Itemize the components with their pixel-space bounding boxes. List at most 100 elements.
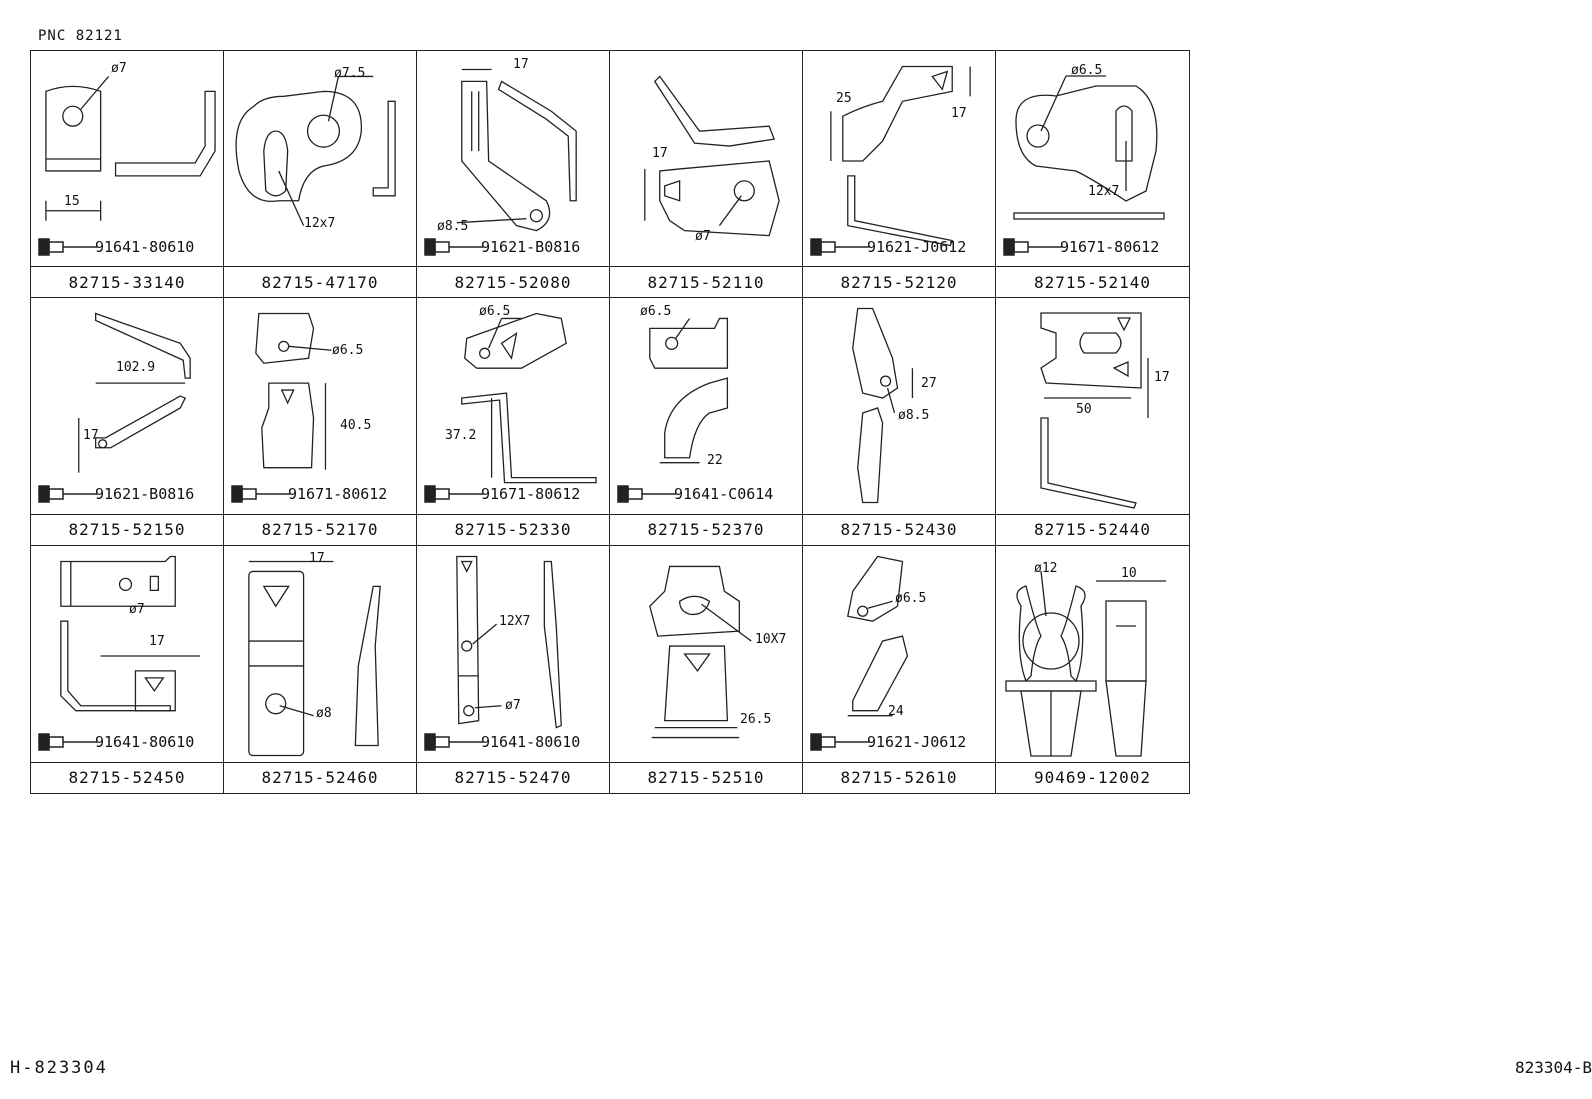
part-cell-6[interactable]: ø6.5 12x7 91671-80612 82715-52140	[996, 51, 1189, 299]
dimension-label: 24	[888, 703, 904, 719]
part-number[interactable]: 90469-12002	[996, 761, 1189, 793]
bolt-part-number: 91621-J0612	[867, 732, 967, 751]
part-number[interactable]: 82715-33140	[31, 266, 223, 297]
part-cell-2[interactable]: ø7.5 12x7 82715-47170	[224, 51, 417, 299]
dimension-label: ø8.5	[898, 408, 930, 424]
bolt-icon	[424, 485, 483, 504]
dimension-label: ø8	[316, 705, 332, 721]
dimension-label: 27	[921, 376, 937, 392]
bolt: 91671-80612	[230, 482, 387, 506]
part-cell-12[interactable]: 17 50 82715-52440	[996, 298, 1189, 546]
bolt-part-number: 91621-B0816	[95, 485, 195, 504]
part-number[interactable]: 82715-52370	[610, 513, 802, 545]
part-number[interactable]: 82715-52430	[803, 513, 995, 545]
part-cell-3[interactable]: 17 ø8.5 91621-B0816 82715-52080	[417, 51, 610, 299]
dimension-label: 10	[1121, 565, 1137, 581]
dimension-label: ø7	[695, 229, 711, 244]
part-cell-1[interactable]: ø7 15 91641-80610 82715-33140	[31, 51, 224, 299]
bolt: 91621-B0816	[423, 235, 580, 259]
bracket-drawing	[248, 560, 381, 756]
bolt-part-number: 91671-80612	[1060, 238, 1160, 256]
part-cell-10[interactable]: ø6.5 22 91641-C0614 82715-52370	[610, 298, 803, 546]
bracket-drawing	[60, 555, 201, 712]
dimension-label: ø12	[1034, 560, 1058, 576]
dimension-label: ø6.5	[1071, 63, 1103, 78]
part-cell-8[interactable]: ø6.5 40.5 91671-80612 82715-52170	[224, 298, 417, 546]
bolt: 91671-80612	[1002, 235, 1159, 259]
part-cell-7[interactable]: 102.9 17 91621-B0816 82715-52150	[31, 298, 224, 546]
dimension-label: 12x7	[304, 216, 336, 231]
dimension-label: 17	[1154, 370, 1170, 386]
part-cell-15[interactable]: 12X7 ø7 91641-80610 82715-52470	[417, 545, 610, 793]
bolt-part-number: 91671-80612	[288, 485, 388, 504]
dimension-label: 17	[951, 106, 967, 121]
part-number[interactable]: 82715-52140	[996, 266, 1189, 297]
dimension-label: 12X7	[499, 613, 531, 629]
dimension-label: ø6.5	[479, 304, 511, 320]
part-number[interactable]: 82715-52610	[803, 761, 995, 793]
part-cell-5[interactable]: 25 17 91621-J0612 82715-52120	[803, 51, 996, 299]
part-cell-17[interactable]: ø6.5 24 91621-J0612 82715-52610	[803, 545, 996, 793]
part-cell-18[interactable]: ø12 10 90469-12002	[996, 546, 1189, 793]
parts-grid: ø7 15 91641-80610 82715-33140 ø7.5 12x7 …	[30, 50, 1190, 794]
dimension-label: 10X7	[755, 631, 787, 647]
bracket-drawing	[847, 555, 909, 716]
bolt-icon	[231, 485, 290, 504]
part-cell-9[interactable]: ø6.5 37.2 91671-80612 82715-52330	[417, 298, 610, 546]
bolt-icon	[617, 485, 676, 504]
bracket-drawing	[1005, 570, 1166, 757]
bolt-icon	[38, 238, 97, 256]
dimension-label: ø6.5	[640, 304, 672, 320]
part-number[interactable]: 82715-52110	[610, 266, 802, 297]
part-cell-13[interactable]: ø7 17 91641-80610 82715-52450	[31, 545, 224, 793]
dimension-label: ø8.5	[437, 219, 469, 234]
bolt: 91621-J0612	[809, 730, 966, 754]
part-number[interactable]: 82715-52080	[417, 266, 609, 297]
part-cell-4[interactable]: 17 ø7 82715-52110	[610, 51, 803, 299]
part-number[interactable]: 82715-52510	[610, 761, 802, 793]
bolt-icon	[424, 732, 483, 751]
bracket-drawing	[456, 555, 562, 729]
bolt-part-number: 91671-80612	[481, 485, 581, 504]
bracket-drawing	[649, 565, 752, 738]
bolt-part-number: 91641-80610	[95, 238, 195, 256]
bracket-drawing	[78, 312, 191, 473]
bracket-drawing	[649, 318, 729, 464]
dimension-label: 22	[707, 453, 723, 469]
dimension-label: 102.9	[116, 360, 156, 376]
part-number[interactable]: 82715-52170	[224, 513, 416, 545]
dimension-label: ø7	[111, 61, 127, 76]
dimension-label: 17	[83, 428, 99, 444]
bolt-part-number: 91621-J0612	[867, 238, 967, 256]
dimension-label: 50	[1076, 402, 1092, 418]
dimension-label: 37.2	[445, 428, 477, 444]
bracket-drawing	[456, 68, 577, 232]
drawing-id-right: 823304-B	[1514, 1058, 1592, 1077]
part-cell-14[interactable]: 17 ø8 82715-52460	[224, 545, 417, 793]
dimension-label: 40.5	[340, 418, 372, 434]
part-number[interactable]: 82715-52460	[224, 761, 416, 793]
part-number[interactable]: 82715-52440	[996, 513, 1189, 545]
bracket-drawing	[45, 76, 216, 221]
bolt-icon	[810, 238, 869, 256]
part-number[interactable]: 82715-52330	[417, 513, 609, 545]
bolt: 91641-80610	[37, 730, 194, 754]
part-number[interactable]: 82715-52470	[417, 761, 609, 793]
bracket-drawing	[830, 65, 971, 247]
dimension-label: 17	[652, 146, 668, 161]
pnc-label: PNC 82121	[38, 28, 123, 44]
dimension-label: 15	[64, 194, 80, 209]
dimension-label: 26.5	[740, 711, 772, 727]
bolt: 91641-80610	[37, 235, 194, 259]
part-cell-11[interactable]: 27 ø8.5 82715-52430	[803, 298, 996, 546]
bolt-icon	[424, 238, 483, 256]
part-number[interactable]: 82715-52450	[31, 761, 223, 793]
bracket-drawing	[235, 75, 396, 226]
dimension-label: ø6.5	[895, 590, 927, 606]
bolt-part-number: 91641-80610	[481, 732, 581, 751]
part-number[interactable]: 82715-47170	[224, 266, 416, 297]
dimension-label: 17	[149, 633, 165, 649]
part-cell-16[interactable]: 10X7 26.5 82715-52510	[610, 545, 803, 793]
part-number[interactable]: 82715-52150	[31, 513, 223, 545]
part-number[interactable]: 82715-52120	[803, 266, 995, 297]
